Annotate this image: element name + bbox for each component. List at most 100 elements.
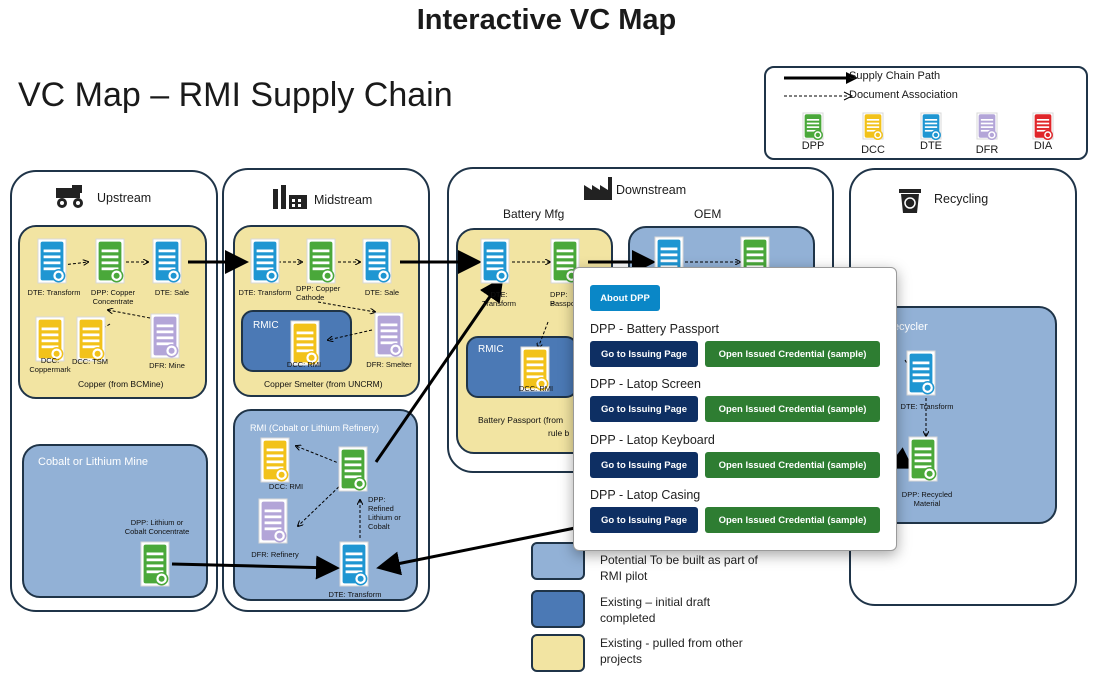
upstream-dpp-copper-label: DPP: Copper Concentrate [90,288,136,306]
legend: Supply Chain Path Document Association D… [764,66,1088,160]
dpp-laptop-screen-title: DPP - Latop Screen [590,377,701,391]
downstream-dcc-rmi-dcc-document-icon[interactable] [520,346,550,397]
dpp-laptop-keyboard-title: DPP - Latop Keyboard [590,433,715,447]
midstream-dte-sale-dte-document-icon[interactable] [362,238,392,289]
midstream-dte-sale-label: DTE: Sale [364,288,400,297]
midstream-dfr-smelter-dfr-document-icon[interactable] [374,312,404,363]
recycle-bin-icon [899,189,921,213]
battery-mfg-title: Battery Mfg [503,207,565,221]
laptop-casing-open-credential-button[interactable]: Open Issued Credential (sample) [705,507,880,533]
midstream-dpp-cathode-dpp-document-icon[interactable] [306,238,336,289]
battery-dpp-dpp-document-icon[interactable] [550,238,580,289]
oem-title: OEM [694,207,722,221]
recycling-to-refinery-arrow [376,525,581,576]
dpp-legend-icon [802,112,824,145]
recycling-dte-transform-dte-document-icon[interactable] [906,350,936,401]
downstream-rmic-label: RMIC [478,344,504,355]
upstream-dfr-mine-dfr-document-icon[interactable] [150,313,180,364]
upstream-dcc-coppermark-label: DCC: Coppermark [29,356,71,374]
midstream-dcc-rmi-label: DCC: RMI [286,360,322,369]
legend-document-association-label: Document Association [849,89,958,101]
upstream-dfr-mine-label: DFR: Mine [149,361,185,370]
recycling-dte-transform-label: DTE: Transform [900,402,954,411]
factory-icon [273,185,307,209]
recycling-dpp-label: DPP: Recycled Material [901,490,953,508]
refinery-dpp-label: DPP: Refined Lithium or Cobalt [368,495,401,531]
refinery-dcc-rmi-dcc-document-icon[interactable] [260,437,290,488]
battery-passport-open-credential-button[interactable]: Open Issued Credential (sample) [705,341,880,367]
laptop-keyboard-go-issuing-button[interactable]: Go to Issuing Page [590,452,698,478]
upstream-dcc-tsm-label: DCC: TSM [71,357,109,366]
page-title: Interactive VC Map [416,4,677,36]
dcc-legend-label: DCC [861,144,885,156]
dte-legend-label: DTE [920,140,942,152]
battery-passport-go-issuing-button[interactable]: Go to Issuing Page [590,341,698,367]
dte-legend-icon [920,112,942,145]
refinery-dte-transform-label: DTE: Transform [328,590,382,599]
dia-legend-label: DIA [1033,140,1053,152]
laptop-keyboard-open-credential-button[interactable]: Open Issued Credential (sample) [705,452,880,478]
dpp-battery-passport-title: DPP - Battery Passport [590,322,719,336]
refinery-dte-transform-dte-document-icon[interactable] [339,541,369,592]
upstream-dte-transform-dte-document-icon[interactable] [37,238,67,289]
cobalt-dpp-label: DPP: Lithium or Cobalt Concentrate [124,518,190,536]
battery-caption-1: Battery Passport (from [478,415,564,425]
upstream-dte-sale-label: DTE: Sale [154,288,190,297]
smelter-caption: Copper Smelter (from UNCRM) [264,379,383,389]
cobalt-mine-box [22,444,208,598]
midstream-rmic-label: RMIC [253,320,279,331]
laptop-screen-go-issuing-button[interactable]: Go to Issuing Page [590,396,698,422]
dpp-legend-label: DPP [801,140,825,152]
battery-dte-transform-dte-document-icon[interactable] [480,238,510,289]
recycling-dpp-dpp-document-icon[interactable] [908,436,938,487]
dcc-legend-icon [862,112,884,145]
battery-dpp-partial-label: DPP: B [550,290,568,308]
document-association-arrow-icon [784,91,854,101]
laptop-screen-open-credential-button[interactable]: Open Issued Credential (sample) [705,396,880,422]
battery-passport-partial-label: Passpo [550,299,576,308]
key-label-existing-draft: Existing – initial draft completed [600,595,711,625]
key-label-existing-pulled: Existing - pulled from other projects [600,636,743,666]
midstream-dte-transform-dte-document-icon[interactable] [250,238,280,289]
midstream-title: Midstream [314,193,373,207]
battery-caption-2: rule b [548,428,570,438]
supply-chain-arrow-icon [784,72,858,84]
cobalt-mine-title: Cobalt or Lithium Mine [38,456,149,468]
map-title: VC Map – RMI Supply Chain [18,76,453,114]
upstream-dcc-coppermark-dcc-document-icon[interactable] [35,316,65,367]
refinery-dcc-rmi-label: DCC: RMI [268,482,304,491]
copper-caption: Copper (from BCMine) [78,379,164,389]
midstream-dfr-smelter-label: DFR: Smelter [366,360,412,369]
midstream-dcc-rmi-dcc-document-icon[interactable] [290,320,320,371]
refinery-to-battery-arrow [374,277,504,463]
refinery-dfr-label: DFR: Refinery [251,550,299,559]
midstream-dpp-cathode-label: DPP: Copper Cathode [296,284,341,302]
key-label-potential: Potential To be built as part of RMI pil… [600,553,758,583]
upstream-dcc-tsm-dcc-document-icon[interactable] [76,316,106,367]
dia-legend-icon [1032,112,1054,145]
plant-icon [584,177,612,200]
laptop-casing-go-issuing-button[interactable]: Go to Issuing Page [590,507,698,533]
dfr-legend-label: DFR [975,144,999,156]
upstream-dpp-copper-dpp-document-icon[interactable] [95,238,125,289]
legend-supply-chain-label: Supply Chain Path [849,70,941,82]
refinery-dpp-dpp-document-icon[interactable] [338,446,368,497]
recycling-title: Recycling [934,192,989,206]
upstream-dte-transform-label: DTE: Transform [27,288,81,297]
dpp-popup: About DPP DPP - Battery Passport Go to I… [573,267,897,551]
key-swatch-existing-draft [531,590,585,628]
upstream-dte-sale-dte-document-icon[interactable] [152,238,182,289]
cobalt-to-refinery-arrow [171,555,340,580]
about-dpp-button[interactable]: About DPP [590,285,660,311]
battery-dte-transform-label: DTE: Transform [482,290,516,308]
refinery-dfr-dfr-document-icon[interactable] [258,498,288,549]
cobalt-dpp-dpp-document-icon[interactable] [140,541,170,592]
midstream-dte-transform-label: DTE: Transform [238,288,292,297]
dpp-laptop-casing-title: DPP - Latop Casing [590,488,701,502]
downstream-title: Downstream [616,183,687,197]
refinery-title: RMI (Cobalt or Lithium Refinery) [250,423,380,433]
key-swatch-existing-pulled [531,634,585,672]
mining-truck-icon [56,185,83,208]
downstream-dcc-rmi-label: DCC: RMI [518,384,554,393]
dfr-legend-icon [976,112,998,145]
